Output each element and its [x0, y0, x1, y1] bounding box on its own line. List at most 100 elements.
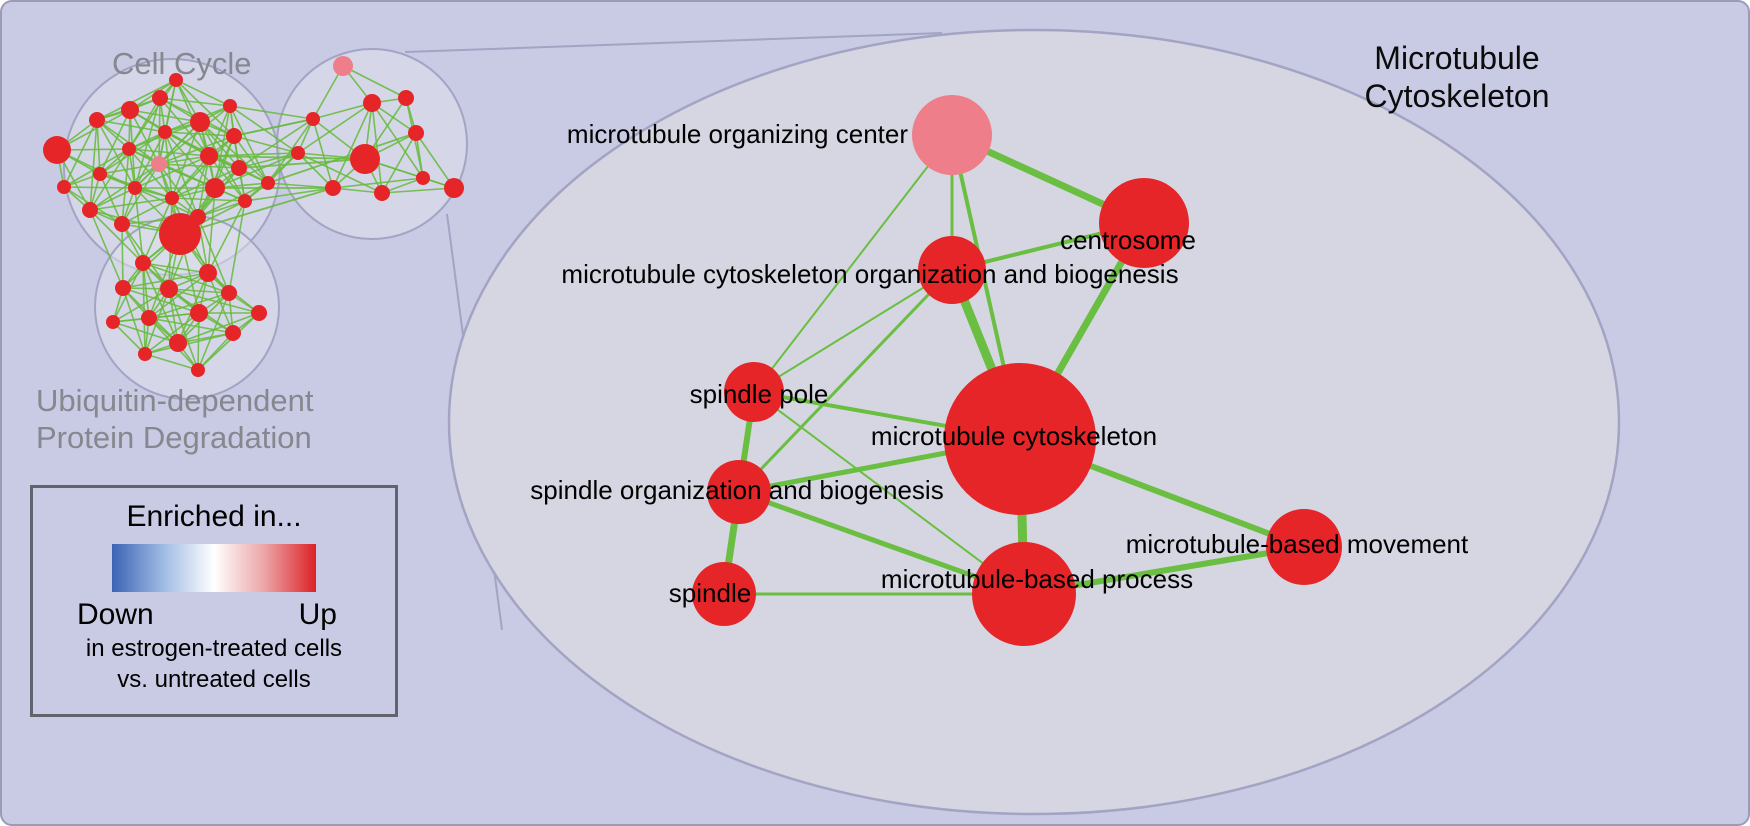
overview-edge [63, 119, 98, 188]
overview-edge [415, 132, 455, 189]
cluster-circle-microtubule-cytoskeleton [276, 48, 468, 240]
zoom-cluster-title: Microtubule Cytoskeleton [1282, 40, 1632, 116]
zoom-edge-mtoc-spole [753, 134, 953, 393]
overview-edge [233, 135, 299, 154]
overview-edge [121, 163, 160, 225]
overview-edge [144, 332, 234, 355]
legend-down-label: Down [77, 598, 154, 631]
overview-edge [112, 321, 146, 355]
overview-node [115, 280, 131, 296]
overview-node [226, 128, 242, 144]
overview-edge [168, 288, 230, 294]
overview-edge [144, 312, 200, 355]
zoom-node-movement [1266, 509, 1342, 585]
overview-node [291, 146, 305, 160]
overview-edge [297, 152, 334, 189]
overview-edge [99, 163, 160, 175]
zoom-node-centrosome [1099, 178, 1189, 268]
zoom-node-spindle [692, 562, 756, 626]
overview-edge [89, 148, 130, 211]
overview-edge [121, 223, 124, 289]
cluster-label-ubiquitin-line1: Ubiquitin-dependent [36, 383, 314, 418]
zoom-node-label-orgbio: microtubule cytoskeleton organization an… [561, 259, 1178, 289]
overview-edge [228, 200, 246, 294]
zoom-node-sorg [707, 460, 771, 524]
zoom-node-label-mtcyto: microtubule cytoskeleton [871, 421, 1157, 451]
overview-edge [197, 292, 230, 371]
overview-edge [207, 272, 234, 334]
overview-nodes [43, 56, 464, 377]
overview-edge [208, 105, 231, 157]
overview-edge [96, 119, 160, 165]
overview-node [251, 305, 267, 321]
overview-edge [142, 262, 209, 274]
overview-edge [89, 209, 144, 264]
overview-edge [144, 288, 170, 355]
overview-edge [312, 102, 373, 120]
zoom-node-labels: microtubule organizing centercentrosomem… [530, 119, 1469, 608]
overview-edge [164, 131, 240, 169]
zoom-node-mtoc [912, 95, 992, 175]
overview-node [122, 142, 136, 156]
overview-node [205, 178, 225, 198]
overview-edge [267, 132, 417, 184]
overview-node [165, 191, 179, 205]
overview-node [43, 136, 71, 164]
overview-node [190, 209, 206, 225]
overview-node [261, 176, 275, 190]
overview-node [141, 310, 157, 326]
overview-edge [197, 216, 230, 294]
overview-edge [121, 197, 173, 225]
zoom-edge-orgbio-sorg [737, 268, 954, 494]
overview-edge [297, 152, 383, 194]
overview-edge [207, 200, 246, 274]
legend-gradient-bar [112, 544, 316, 592]
overview-edge [89, 209, 124, 289]
overview-node [221, 285, 237, 301]
overview-edge [142, 262, 146, 355]
zoom-cluster-title-line1: Microtubule [1374, 40, 1540, 76]
zoom-cluster-title-line2: Cytoskeleton [1364, 77, 1550, 114]
overview-edge [312, 65, 344, 120]
overview-edge [371, 102, 383, 194]
overview-edge [332, 177, 424, 189]
overview-node [93, 167, 107, 181]
overview-node [106, 315, 120, 329]
zoom-cone-line [404, 32, 943, 53]
overview-edge [171, 167, 240, 199]
overview-node [306, 112, 320, 126]
overview-edge [381, 132, 417, 194]
overview-edge [229, 105, 269, 184]
overview-node [200, 147, 218, 165]
zoom-edge-orgbio-spole [753, 269, 953, 393]
cluster-label-ubiquitin-line2: Protein Degradation [36, 420, 312, 456]
overview-node [57, 180, 71, 194]
overview-node [89, 112, 105, 128]
overview-node [190, 112, 210, 132]
zoom-edge-spole-process [753, 391, 1025, 595]
overview-edge [177, 312, 260, 344]
overview-edge [199, 121, 269, 184]
overview-edge [128, 79, 177, 150]
overview-edge [238, 158, 366, 169]
overview-edge [197, 216, 209, 274]
overview-node [151, 156, 167, 172]
overview-edge [267, 118, 314, 184]
overview-node [408, 125, 424, 141]
overview-node [190, 304, 208, 322]
overview-edge [122, 272, 209, 289]
overview-node [333, 56, 353, 76]
overview-edge [199, 121, 240, 169]
overview-node [325, 180, 341, 196]
overview-edge [175, 79, 231, 107]
overview-edge [244, 187, 334, 202]
overview-node [169, 73, 183, 87]
overview-node [363, 94, 381, 112]
overview-edge [129, 109, 160, 165]
overview-node [158, 125, 172, 139]
overview-edge [164, 131, 216, 189]
overview-edge [168, 288, 260, 314]
legend-up-label: Up [298, 598, 337, 631]
overview-edge [96, 119, 101, 175]
